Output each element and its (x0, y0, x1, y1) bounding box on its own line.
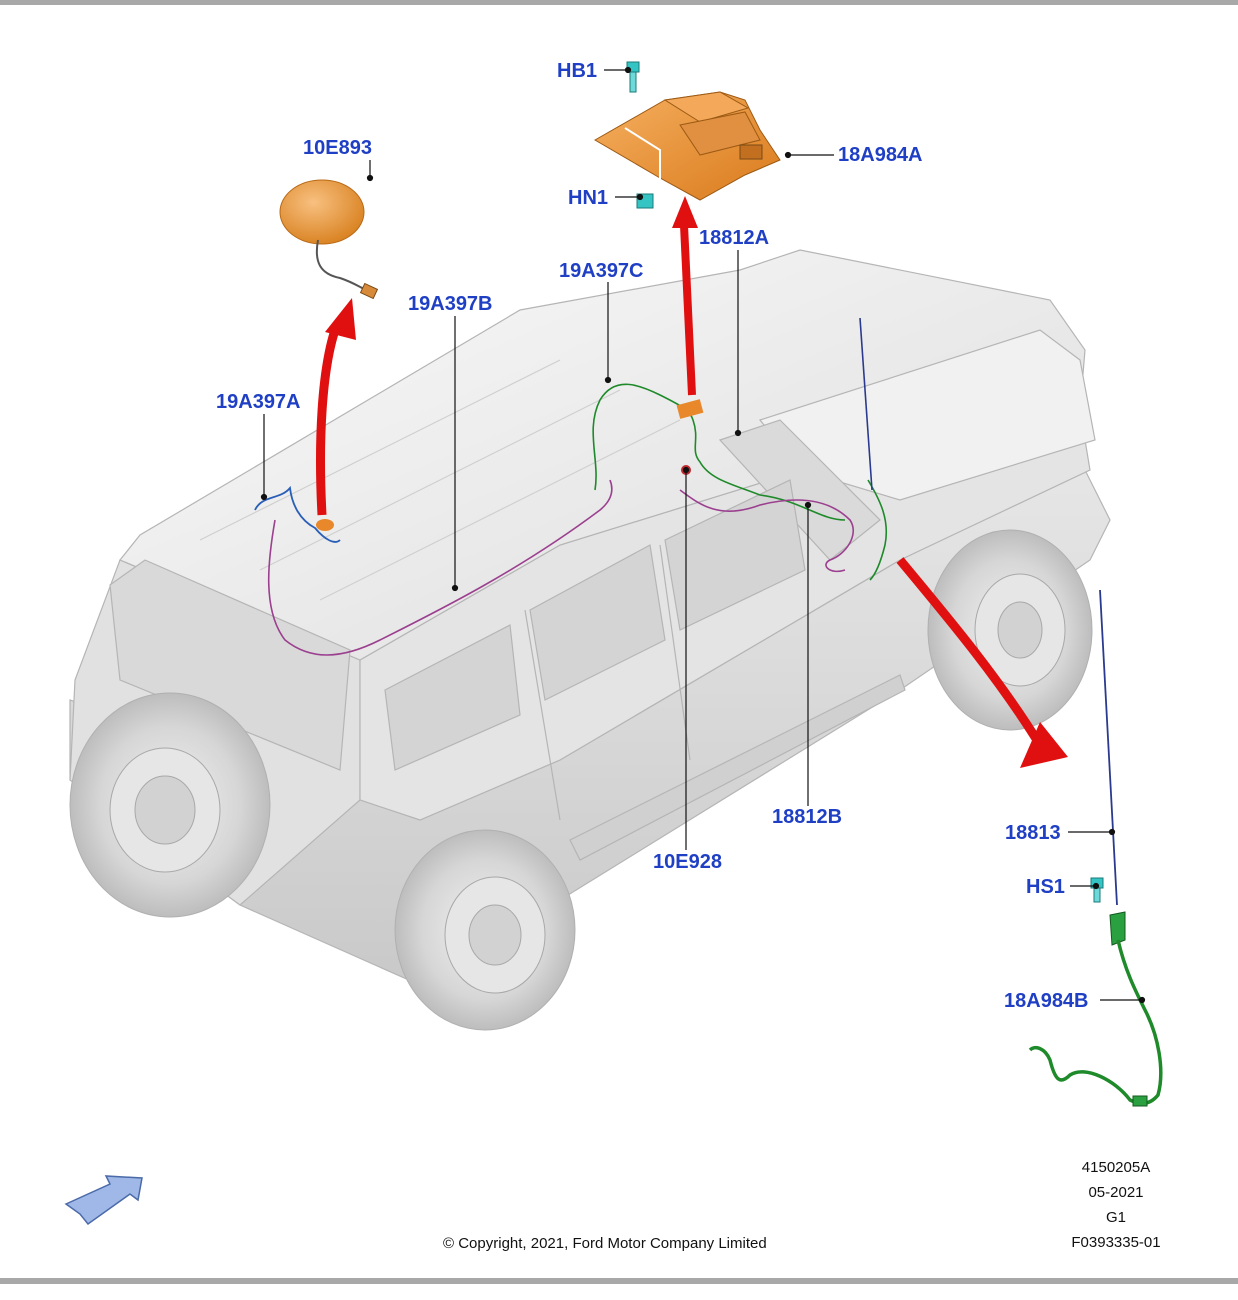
highlight-arrow-module (672, 196, 698, 396)
harness-18812b (679, 489, 854, 573)
gps-antenna-installed (316, 519, 334, 531)
front-direction-arrow-icon (64, 1175, 143, 1226)
module-installed (676, 399, 704, 419)
callout-10e893: 10E893 (303, 137, 372, 159)
leader-lines (260, 66, 1146, 1004)
bottom-frame-rule (0, 1278, 1238, 1284)
illustration-group: G1 (1105, 1209, 1126, 1226)
callout-hs1: HS1 (1026, 876, 1065, 898)
copyright-notice: © Copyright, 2021, Ford Motor Company Li… (443, 1235, 767, 1252)
module-bracket-18a984a (594, 91, 781, 201)
harness-19a397a (254, 485, 341, 543)
callout-18a984a: 18A984A (838, 144, 923, 166)
spare-tire (69, 692, 271, 918)
harness-19a397b (267, 479, 613, 656)
antenna-mast-installed (859, 317, 873, 491)
antenna-mast-18813 (1099, 589, 1118, 906)
highlight-arrow-antenna (896, 557, 1068, 768)
callout-19a397a: 19A397A (216, 391, 301, 413)
callout-18812b: 18812B (772, 806, 843, 828)
top-frame-rule (0, 0, 1238, 5)
highlight-arrow-gps (316, 298, 356, 516)
antenna-cable-18a984b (1028, 911, 1163, 1107)
front-wheel (927, 529, 1093, 731)
callout-19a397c: 19A397C (559, 260, 644, 282)
callout-18812a: 18812A (699, 227, 770, 249)
illustration-date: 05-2021 (1088, 1184, 1144, 1201)
vehicle-body (69, 249, 1111, 986)
gps-antenna-10e893 (279, 179, 379, 300)
rear-wheel (394, 829, 576, 1031)
callout-18a984b: 18A984B (1004, 990, 1089, 1012)
figure-id: F0393335-01 (1071, 1234, 1161, 1251)
harness-19a397c (592, 383, 846, 521)
illustration-number: 4150205A (1081, 1159, 1151, 1176)
bolt-hb1 (626, 61, 640, 93)
antenna-lead (867, 479, 888, 581)
callout-19a397b: 19A397B (408, 293, 493, 315)
callout-18813: 18813 (1005, 822, 1061, 844)
callout-10e928: 10E928 (653, 851, 722, 873)
screw-hs1 (1090, 877, 1104, 903)
callout-hb1: HB1 (557, 60, 598, 82)
callout-hn1: HN1 (568, 187, 609, 209)
